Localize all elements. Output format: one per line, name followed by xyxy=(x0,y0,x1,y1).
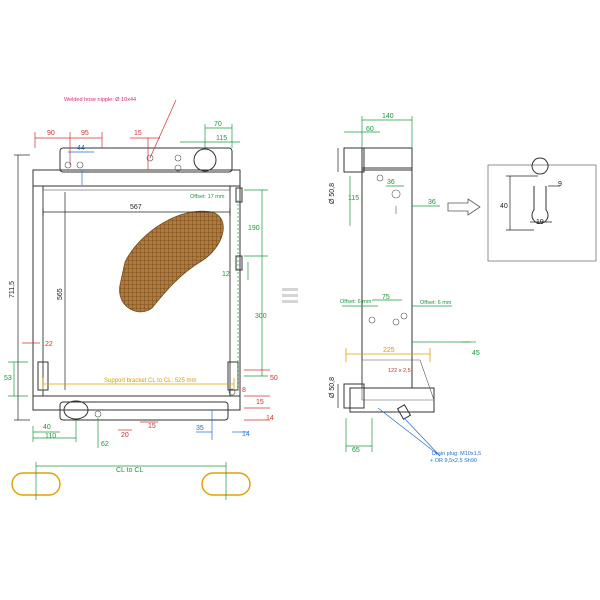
callout-weld: Welded hose nipple: Ø 10x44 xyxy=(64,97,136,103)
dim-110: 110 xyxy=(45,433,56,440)
dim-115-side: 115 xyxy=(348,195,359,202)
bottom-tank xyxy=(32,388,241,421)
dim-122x2-5: 122 x 2,5 xyxy=(388,368,411,374)
detail-dim-9: 9 xyxy=(558,181,562,188)
side-body xyxy=(361,167,413,389)
top-tank xyxy=(32,147,241,187)
dim-36-a: 36 xyxy=(387,179,395,186)
brand-logo xyxy=(282,288,298,303)
dim-phi-50-8-bottom: Ø 50,8 xyxy=(329,377,336,398)
side-inlet-pipe xyxy=(343,147,365,173)
dim-65: 65 xyxy=(352,447,360,454)
dim-95: 95 xyxy=(81,130,89,137)
dim-44: 44 xyxy=(77,145,85,152)
dim-15-right: 15 xyxy=(256,399,264,406)
side-top-tank xyxy=(361,147,413,171)
offset-6-right: Offset: 6 mm xyxy=(420,300,452,306)
detail-arrow xyxy=(447,198,481,216)
dim-115: 115 xyxy=(216,135,227,142)
dim-225: 225 xyxy=(383,347,395,354)
dim-36-b: 36 xyxy=(428,199,436,206)
side-labels: 140 60 Ø 50,8 36 115 36 Offset: 6 mm 75 … xyxy=(329,113,481,464)
detail-dim-19: 19 xyxy=(536,219,544,226)
dim-62: 62 xyxy=(101,441,109,448)
front-labels: Welded hose nipple: Ø 10x44 90 95 15 70 … xyxy=(4,97,278,448)
dim-22: 22 xyxy=(45,341,53,348)
offset-17: Offset: 17 mm xyxy=(190,194,225,200)
keyhole-slot xyxy=(391,189,401,214)
keyhole-detail xyxy=(531,157,549,224)
detail-view: 40 9 19 xyxy=(487,157,597,262)
dim-35: 35 xyxy=(196,425,204,432)
dim-53: 53 xyxy=(4,375,12,382)
dim-15-top: 15 xyxy=(134,130,142,137)
dim-70: 70 xyxy=(214,121,222,128)
support-bracket-label: Support bracket CL to CL: 525 mm xyxy=(104,378,197,384)
dim-20: 20 xyxy=(121,432,129,439)
dim-190: 190 xyxy=(248,225,260,232)
drain-plug-label-1: Drain plug: M10x1,5 xyxy=(432,451,481,457)
dim-14-a: 14 xyxy=(266,415,274,422)
dim-300: 300 xyxy=(255,313,267,320)
dim-phi-50-8-top: Ø 50,8 xyxy=(329,183,336,204)
dim-75: 75 xyxy=(382,294,390,301)
dim-90: 90 xyxy=(47,130,55,137)
dim-12: 12 xyxy=(222,271,230,278)
mounting-pads: CL to CL xyxy=(11,462,251,500)
dim-140: 140 xyxy=(382,113,394,120)
filler-neck xyxy=(193,148,217,172)
outlet-neck xyxy=(63,400,89,420)
dim-567: 567 xyxy=(130,204,142,211)
dim-565: 565 xyxy=(57,288,64,300)
dim-40: 40 xyxy=(43,424,51,431)
side-fan-shroud xyxy=(361,359,435,401)
dim-50: 50 xyxy=(270,375,278,382)
front-dimensions xyxy=(8,99,270,448)
dim-45: 45 xyxy=(472,350,480,357)
dim-60: 60 xyxy=(366,126,374,133)
dim-15-bottom: 15 xyxy=(148,423,156,430)
cl-to-cl-label: CL to CL xyxy=(116,467,143,474)
drain-plug-label-2: + OR 9,5x2,5 Sh90 xyxy=(430,458,477,464)
dim-14-b: 14 xyxy=(242,431,250,438)
front-view: Welded hose nipple: Ø 10x44 90 95 15 70 … xyxy=(4,97,278,500)
side-dimensions xyxy=(337,116,476,457)
detail-dim-40: 40 xyxy=(500,203,508,210)
detail-frame xyxy=(487,164,597,262)
dim-711-5: 711,5 xyxy=(9,281,16,298)
drain-plug xyxy=(396,404,412,420)
core-fin-sample xyxy=(119,210,224,313)
offset-6-left: Offset: 6 mm xyxy=(340,299,372,305)
dim-8: 8 xyxy=(242,387,246,394)
side-view: 140 60 Ø 50,8 36 115 36 Offset: 6 mm 75 … xyxy=(329,113,481,464)
side-outlet-pipe xyxy=(343,383,365,409)
